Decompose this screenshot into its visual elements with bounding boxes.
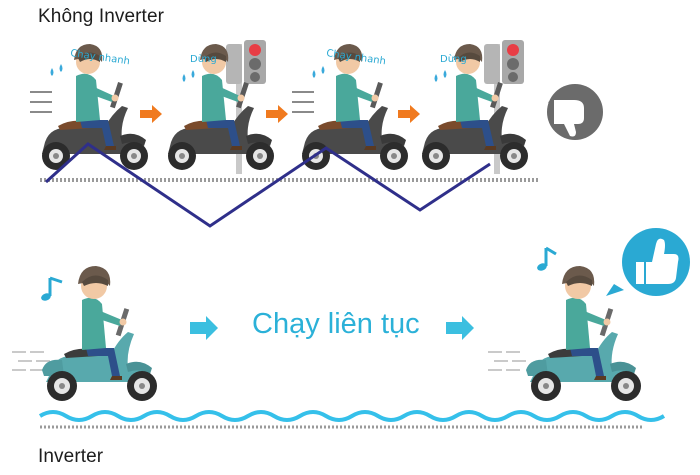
arrow-right-icon	[140, 105, 162, 123]
arrow-right-icon	[266, 105, 288, 123]
sweat-drops-1	[50, 64, 63, 76]
label-stop-1: Dừng	[190, 53, 217, 65]
sweat-drops-4	[434, 70, 447, 82]
bottom-title: Inverter	[38, 446, 104, 467]
music-note-icon	[41, 276, 63, 301]
speed-lines-3	[291, 91, 315, 113]
rider-1-fast	[42, 44, 148, 170]
arrow-right-icon	[190, 316, 218, 340]
sweat-drops-3	[312, 66, 325, 78]
rider-continuous-2	[526, 266, 641, 401]
speed-zigzag-line	[44, 142, 491, 228]
arrow-right-icon	[446, 316, 474, 340]
speed-wave-line	[38, 410, 666, 422]
music-note-icon	[537, 246, 557, 271]
top-title: Không Inverter	[38, 6, 165, 27]
label-stop-2: Dừng	[440, 53, 467, 65]
thumb-up-icon	[606, 228, 690, 296]
speed-lines-1	[29, 91, 53, 113]
rider-continuous-1	[42, 266, 157, 401]
continuous-run-label: Chạy liên tục	[252, 308, 420, 340]
sweat-drops-2	[182, 70, 195, 82]
speed-lines-bottom-2	[487, 351, 527, 371]
arrow-right-icon	[398, 105, 420, 123]
thumb-down-icon	[547, 84, 603, 140]
